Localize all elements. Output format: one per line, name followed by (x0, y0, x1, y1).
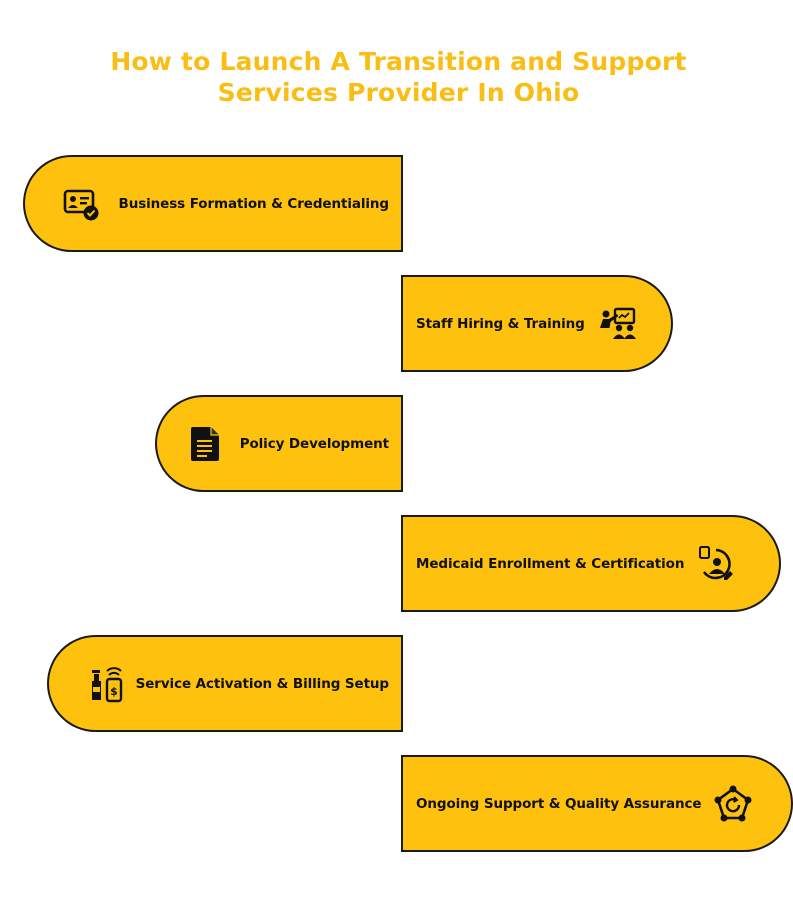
step-6-ongoing-support: Ongoing Support & Quality Assurance (401, 755, 793, 852)
step-5-label: Service Activation & Billing Setup (135, 675, 389, 692)
enrollment-user-icon (696, 544, 736, 584)
step-6-label: Ongoing Support & Quality Assurance (416, 795, 702, 812)
step-2-label: Staff Hiring & Training (416, 315, 585, 332)
step-4-medicaid-enrollment: Medicaid Enrollment & Certification (401, 515, 781, 612)
quality-cycle-icon (713, 784, 753, 824)
title-line-2: Services Provider In Ohio (217, 78, 580, 107)
step-4-label: Medicaid Enrollment & Certification (416, 555, 685, 572)
diagram-title: How to Launch A Transition and Support S… (0, 46, 793, 108)
mobile-payment-icon: $ (86, 664, 126, 704)
document-icon (186, 424, 226, 464)
presentation-team-icon (597, 304, 637, 344)
step-3-policy-development: Policy Development (155, 395, 403, 492)
id-card-check-icon (61, 184, 101, 224)
step-3-label: Policy Development (239, 435, 389, 452)
step-5-service-activation: $ Service Activation & Billing Setup (47, 635, 403, 732)
step-2-staff-hiring: Staff Hiring & Training (401, 275, 673, 372)
step-1-label: Business Formation & Credentialing (118, 195, 390, 212)
svg-text:$: $ (110, 685, 118, 698)
step-1-business-formation: Business Formation & Credentialing (23, 155, 403, 252)
title-line-1: How to Launch A Transition and Support (110, 47, 687, 76)
